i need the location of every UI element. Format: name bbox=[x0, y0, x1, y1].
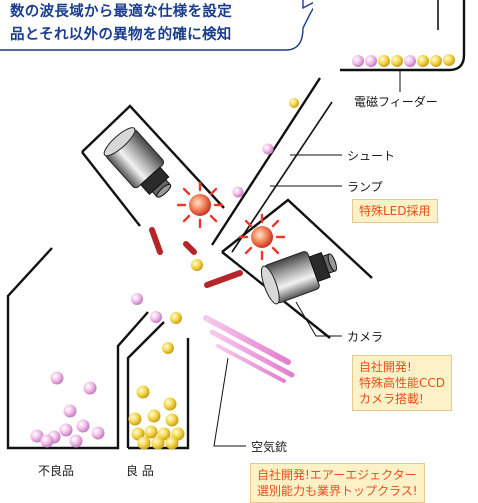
collection-bins bbox=[6, 247, 190, 450]
camera-badge-line-3: カメラ搭載! bbox=[359, 392, 424, 406]
callout-bubble-frame bbox=[0, 0, 313, 51]
good-bin-label: 良 品 bbox=[126, 464, 154, 478]
feeder-items bbox=[352, 54, 455, 67]
ejector-badge-line-2: 選別能力も業界トップクラス! bbox=[257, 484, 418, 498]
air-gun-leader-line bbox=[213, 357, 246, 447]
divider-plates bbox=[149, 227, 243, 288]
camera-badge-line-2: 特殊高性能CCD bbox=[359, 376, 445, 390]
ejector-badge-line-1: 自社開発!エアーエジェクター bbox=[257, 468, 417, 482]
lamp-badge-line: 特殊LED採用 bbox=[359, 204, 431, 218]
reject-bin-items bbox=[30, 371, 105, 448]
lamp-label: ランプ bbox=[347, 180, 383, 194]
feeder-label: 電磁フィーダー bbox=[354, 95, 438, 109]
callout-bubble: 数の波長域から最適な仕様を設定 品とそれ以外の異物を的確に検知 bbox=[0, 0, 313, 60]
camera-label: カメラ bbox=[347, 330, 384, 344]
electromagnetic-feeder bbox=[340, 0, 466, 72]
camera-leader-line bbox=[295, 301, 342, 337]
callout-line-1: 数の波長域から最適な仕様を設定 bbox=[10, 4, 232, 20]
upper-camera-icon bbox=[103, 127, 172, 198]
chute bbox=[210, 77, 322, 246]
air-gun-label: 空気銃 bbox=[251, 440, 288, 454]
lower-lamp-icon bbox=[238, 213, 286, 261]
callout-line-2: 品とそれ以外の異物を的確に検知 bbox=[10, 27, 232, 43]
upper-camera-housing bbox=[81, 104, 225, 227]
lower-camera-icon bbox=[260, 251, 337, 305]
falling-items bbox=[131, 98, 299, 354]
camera-badge: 自社開発! 特殊高性能CCD カメラ搭載! bbox=[352, 355, 452, 411]
lamp-badge: 特殊LED採用 bbox=[352, 199, 438, 223]
air-gun bbox=[203, 315, 295, 383]
chute-label: シュート bbox=[347, 149, 396, 163]
good-bin-items bbox=[128, 385, 185, 450]
ejector-badge: 自社開発!エアーエジェクター 選別能力も業界トップクラス! bbox=[250, 463, 425, 503]
upper-lamp-icon bbox=[176, 181, 224, 229]
reject-bin-label: 不良品 bbox=[38, 464, 75, 478]
camera-badge-line-1: 自社開発! bbox=[359, 360, 412, 374]
